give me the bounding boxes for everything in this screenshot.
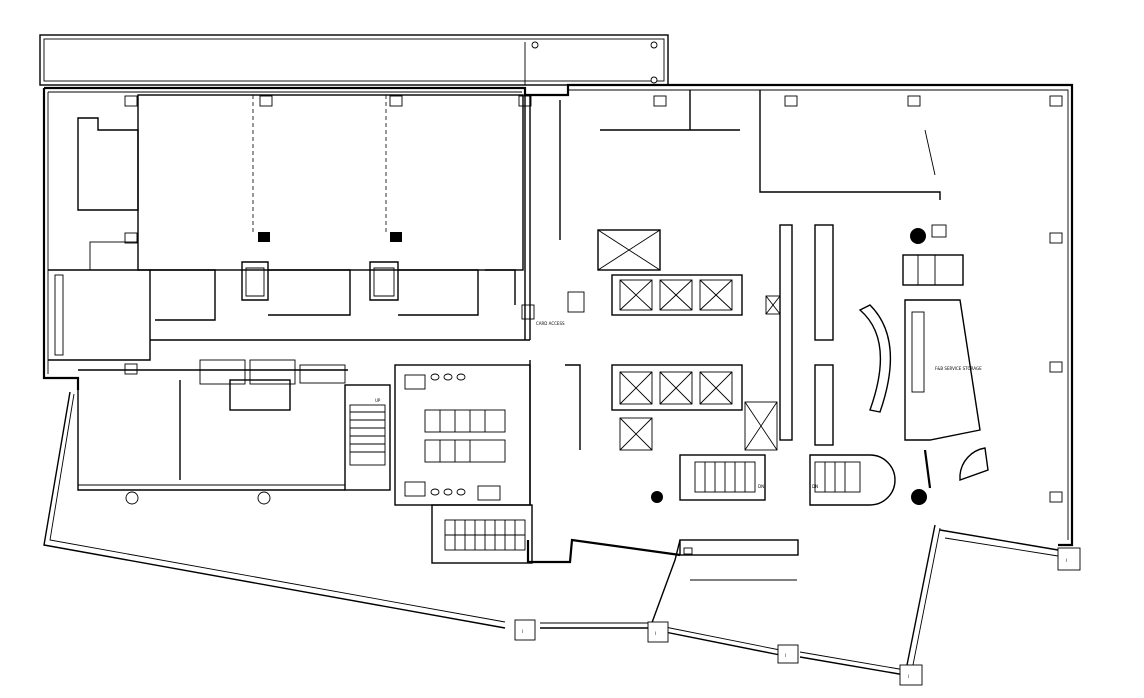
lavatory-row	[430, 373, 466, 381]
elevator-car	[619, 371, 653, 405]
svg-text:I: I	[655, 631, 656, 636]
elevator-car	[659, 279, 693, 311]
svg-text:I: I	[785, 653, 786, 658]
column-marker	[784, 95, 798, 107]
elevator-bank-south	[611, 364, 778, 451]
elevator-car	[744, 401, 778, 451]
north-canopy	[39, 34, 669, 86]
column-marker	[389, 95, 403, 107]
ballroom-west	[48, 94, 524, 361]
svg-text:DN: DN	[758, 484, 764, 489]
east-prefunction: F&B SERVICE STORAGE	[600, 90, 989, 581]
column-marker	[259, 95, 273, 107]
elevator-car	[699, 279, 733, 311]
svg-text:I: I	[908, 674, 909, 679]
elevator-car	[659, 371, 693, 405]
elevator-car	[699, 371, 733, 405]
central-corridor: CARD ACCESS	[521, 95, 565, 505]
elevator-bank-north	[611, 274, 743, 316]
column-marker	[124, 232, 138, 244]
exterior-walls	[42, 83, 1074, 676]
column-markers: I I I I I	[124, 95, 1081, 686]
elevator-lobby	[565, 229, 781, 451]
column-marker	[1049, 361, 1063, 373]
west-corridor	[77, 339, 530, 491]
elevator-car	[619, 279, 653, 311]
svg-text:I: I	[522, 629, 523, 634]
column-marker: I	[777, 644, 799, 664]
east-stairs: DN DN	[679, 454, 896, 506]
stair-south	[431, 504, 533, 564]
fb-service-storage-label: F&B SERVICE STORAGE	[935, 366, 982, 371]
column-marker	[1049, 232, 1063, 244]
toilet-stalls	[424, 409, 506, 463]
stair-restroom-core: UP	[344, 364, 531, 506]
column-marker: I	[1057, 547, 1081, 571]
column-marker	[1049, 491, 1063, 503]
column-marker: I	[514, 619, 536, 641]
column-marker	[907, 95, 921, 107]
column-marker	[653, 95, 667, 107]
svg-text:DN: DN	[812, 484, 818, 489]
column-marker: I	[899, 664, 923, 686]
column-marker	[1049, 95, 1063, 107]
svg-text:UP: UP	[375, 398, 381, 403]
card-access-label: CARD ACCESS	[536, 321, 565, 326]
stair-west: UP	[349, 398, 386, 466]
column-marker	[124, 95, 138, 107]
svg-text:I: I	[1066, 558, 1067, 563]
column-marker: I	[647, 621, 669, 643]
lavatory-row	[430, 488, 466, 496]
column-marker	[124, 363, 138, 375]
elevator-car	[619, 417, 653, 451]
